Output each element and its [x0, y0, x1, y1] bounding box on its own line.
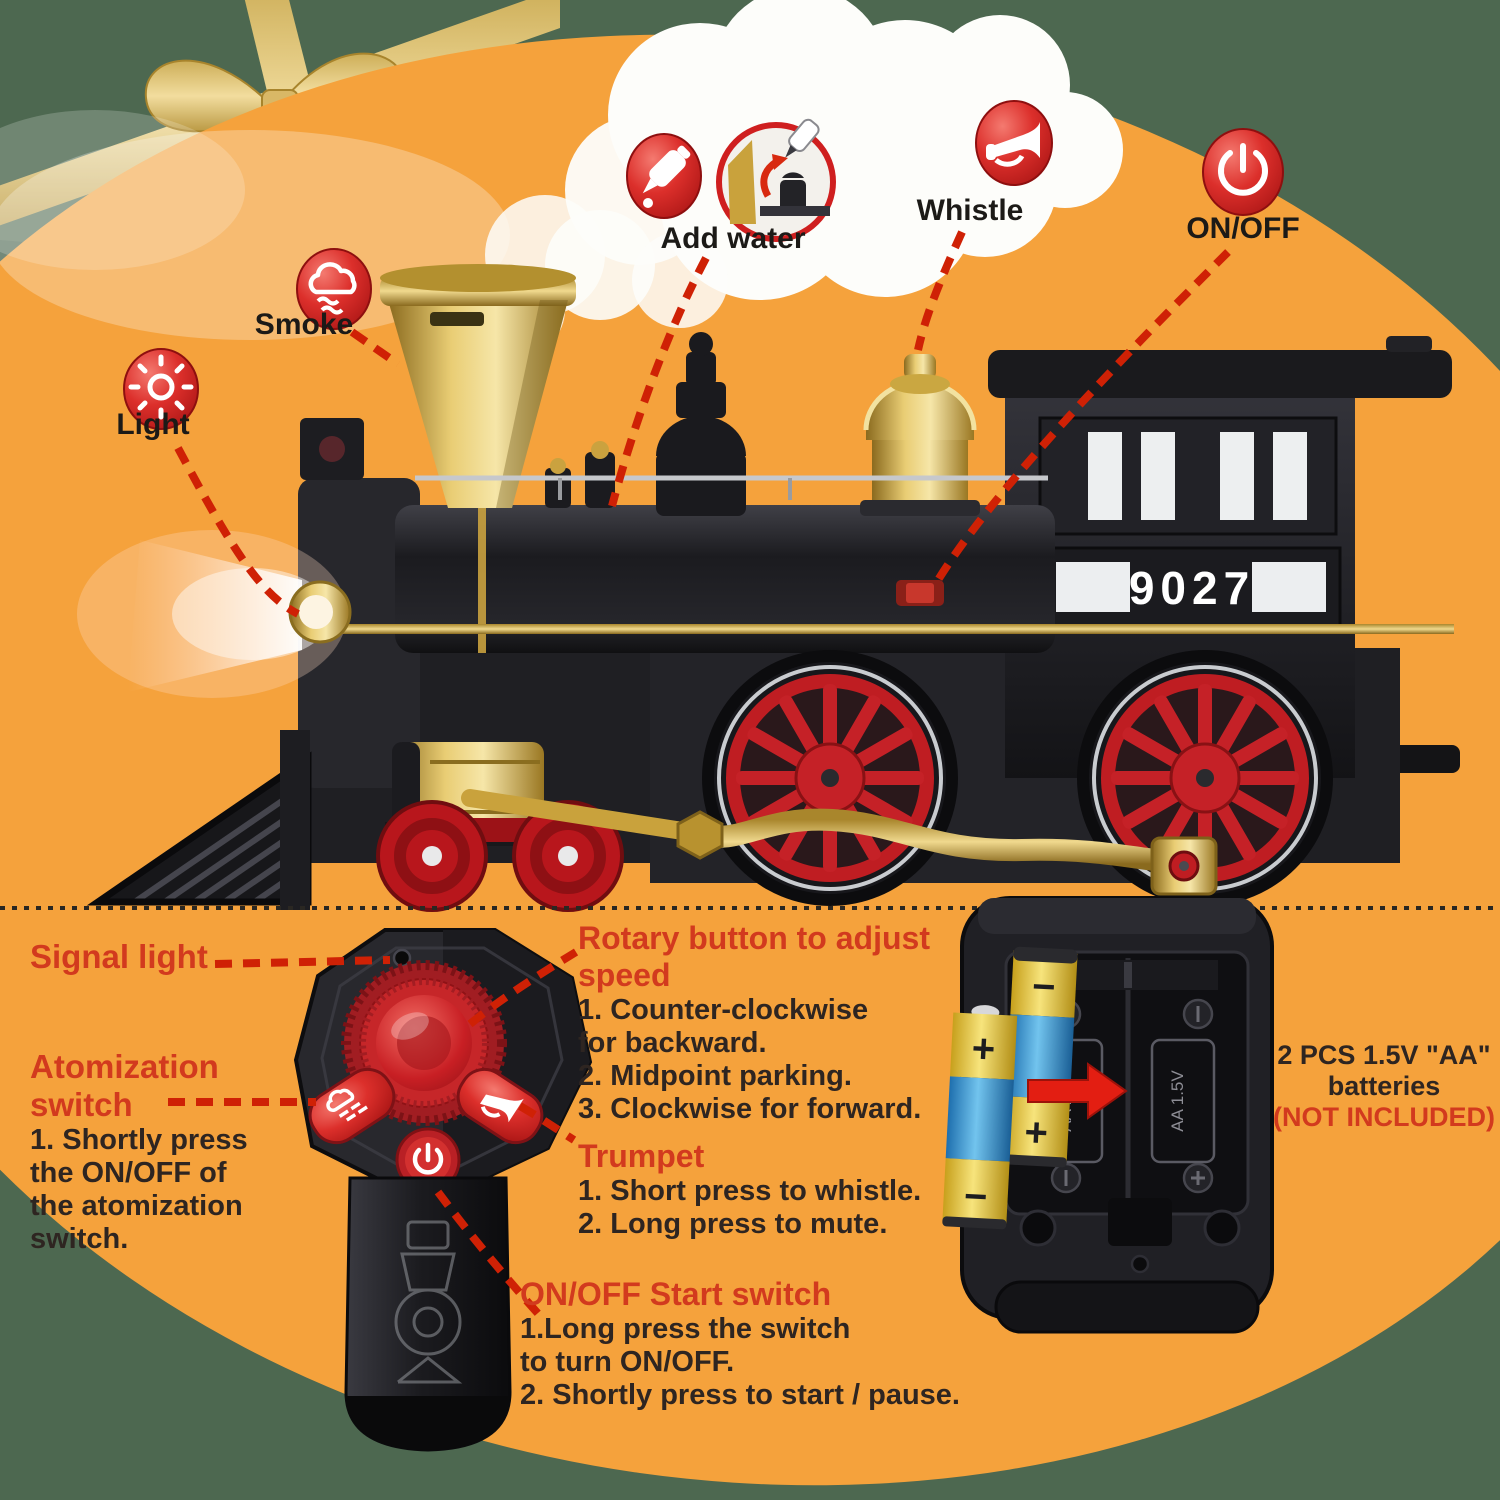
- sand-dome: [656, 332, 746, 516]
- start-switch-title: ON/OFF Start switch: [520, 1276, 832, 1312]
- start-switch-line: to turn ON/OFF.: [520, 1346, 735, 1378]
- callout-lines-train: [174, 230, 1231, 618]
- rotary-line: 2. Midpoint parking.: [578, 1060, 852, 1092]
- signal-light-label: Signal light: [30, 938, 208, 975]
- rotary-line: 1. Counter-clockwise: [578, 994, 869, 1026]
- front-wheel: [376, 800, 488, 912]
- battery-compartment: AA 1.5V AA 1.5V − + + −: [942, 896, 1274, 1334]
- atomization-line: the ON/OFF of: [30, 1157, 227, 1189]
- callout-line-light: [174, 446, 300, 618]
- callout-line-whistle: [914, 230, 966, 351]
- rotary-line: for backward.: [578, 1027, 767, 1059]
- battery-note-line1: 2 PCS 1.5V "AA": [1277, 1040, 1491, 1070]
- onoff-label: ON/OFF: [1186, 212, 1300, 245]
- atomization-title: Atomization: [30, 1048, 219, 1085]
- cab-roof: [988, 350, 1452, 398]
- start-power-button: [395, 1127, 461, 1193]
- smoke-icon: [296, 248, 372, 330]
- battery-slot: AA 1.5V: [1150, 1038, 1216, 1164]
- aa-battery: + −: [942, 1005, 1018, 1230]
- callout-line-trumpet: [517, 1102, 577, 1144]
- atomization-line: 1. Shortly press: [30, 1124, 248, 1156]
- callout-line-rotary: [467, 948, 579, 1028]
- whistle-dome: [860, 354, 980, 516]
- add-water-dropper-icon: [626, 133, 702, 219]
- trumpet-title: Trumpet: [578, 1138, 705, 1174]
- rotary-block: Rotary button to adjust speed 1. Counter…: [578, 920, 930, 1126]
- light-label: Light: [116, 408, 190, 441]
- remote-control: [293, 928, 593, 1452]
- trumpet-block: Trumpet 1. Short press to whistle. 2. Lo…: [578, 1138, 921, 1241]
- train-illustration: 9027: [77, 264, 1460, 912]
- trumpet-line: 1. Short press to whistle.: [578, 1175, 922, 1207]
- atomization-block: Atomization switch 1. Shortly press the …: [30, 1048, 248, 1256]
- rotary-line: 3. Clockwise for forward.: [578, 1093, 922, 1125]
- light-icon: [123, 348, 199, 430]
- handle-cap: [346, 1392, 510, 1450]
- slot-label: AA 1.5V: [1168, 1070, 1187, 1132]
- rotary-title: Rotary button to adjust: [578, 920, 930, 956]
- callout-line-add-water: [608, 256, 710, 508]
- rotary-title-2: speed: [578, 957, 671, 993]
- cab-window: [1220, 432, 1254, 520]
- feature-icons: [123, 100, 1284, 430]
- cab-window: [1088, 432, 1122, 520]
- battery-note: 2 PCS 1.5V "AA" batteries (NOT INCLUDED): [1264, 1040, 1500, 1133]
- headlight: [77, 530, 352, 698]
- start-switch-line: 1.Long press the switch: [520, 1313, 851, 1345]
- connecting-rods: [461, 789, 1218, 896]
- atomization-line: the atomization: [30, 1190, 243, 1222]
- etched-train-logo: [394, 1220, 463, 1384]
- battery-polarity: +: [1023, 1110, 1049, 1155]
- cab-window: [1141, 432, 1175, 520]
- cab-number: 9027: [1129, 562, 1255, 614]
- atomization-button: [308, 1067, 396, 1145]
- smoke-label: Smoke: [254, 308, 354, 341]
- whistle-horn-icon: [975, 100, 1053, 186]
- add-water-detail-photo: [716, 118, 836, 242]
- aa-battery: − +: [1002, 946, 1078, 1168]
- start-switch-block: ON/OFF Start switch 1.Long press the swi…: [520, 1276, 960, 1412]
- atomization-title-2: switch: [30, 1086, 133, 1123]
- smokestack-funnel: [380, 264, 576, 508]
- cab-window: [1273, 432, 1307, 520]
- start-switch-line: 2. Shortly press to start / pause.: [520, 1379, 960, 1411]
- battery-polarity: −: [963, 1174, 989, 1219]
- driving-wheel: [702, 650, 958, 906]
- trumpet-line: 2. Long press to mute.: [578, 1208, 888, 1240]
- boiler: [395, 505, 1055, 653]
- callout-line-signal-light: [214, 956, 391, 968]
- onoff-power-icon: [1202, 128, 1284, 216]
- add-water-label: Add water: [660, 222, 806, 255]
- driving-wheel: [1077, 650, 1333, 906]
- callout-line-start: [434, 1189, 545, 1321]
- gold-trim-stripe: [290, 624, 1454, 634]
- battery-polarity: +: [971, 1027, 997, 1072]
- train-power-switch: [896, 580, 944, 606]
- cowcatcher: [86, 730, 312, 910]
- insert-arrow-icon: [1027, 1062, 1128, 1120]
- trumpet-button: [456, 1067, 544, 1145]
- atomization-line: switch.: [30, 1223, 129, 1255]
- callout-lines-remote: [168, 948, 579, 1321]
- callout-line-smoke: [349, 328, 401, 368]
- whistle-label: Whistle: [916, 194, 1024, 227]
- battery-polarity: −: [1031, 965, 1057, 1010]
- battery-note-line2: batteries: [1327, 1071, 1441, 1101]
- battery-note-line3: (NOT INCLUDED): [1273, 1102, 1495, 1132]
